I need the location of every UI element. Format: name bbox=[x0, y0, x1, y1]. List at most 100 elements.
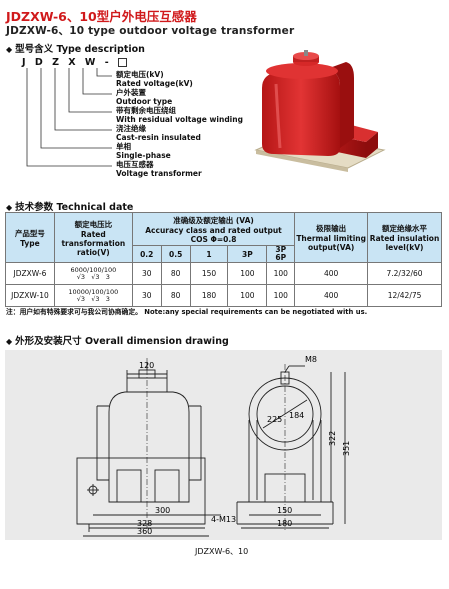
dim-m8: M8 bbox=[305, 355, 317, 364]
label-residual-cn: 带有剩余电压绕组 bbox=[116, 106, 176, 115]
technical-heading-text: 技术参数 Technical date bbox=[15, 202, 134, 213]
dim-184: 184 bbox=[289, 411, 304, 420]
th-class: 0.2 bbox=[131, 245, 162, 263]
dim-300: 300 bbox=[155, 506, 170, 515]
cell-value: 80 bbox=[160, 262, 191, 285]
cell-value: 30 bbox=[131, 284, 162, 307]
ratio-den: √3 bbox=[91, 272, 100, 281]
th-ratio-en-3: ratio(V) bbox=[76, 247, 110, 257]
th-insulation: 额定绝缘水平 Rated insulation level(kV) bbox=[367, 212, 442, 263]
cell-value: 30 bbox=[131, 262, 162, 285]
code-letter: Z bbox=[52, 57, 62, 68]
th-type-cn: 产品型号 bbox=[14, 228, 45, 238]
th-type: 产品型号 Type bbox=[5, 212, 55, 263]
cell-ratio: 10000/100/100 √3 √3 3 bbox=[53, 284, 133, 307]
label-outdoor-en: Outdoor type bbox=[116, 97, 173, 106]
technical-table: 产品型号 Type 额定电压比 Rated transformation rat… bbox=[5, 212, 442, 307]
product-photo bbox=[254, 50, 386, 172]
front-body bbox=[108, 391, 190, 503]
label-cast-resin-en: Cast-resin insulated bbox=[116, 133, 201, 142]
cell-value: 80 bbox=[160, 284, 191, 307]
label-cast-resin-cn: 浇注绝缘 bbox=[116, 124, 146, 133]
cell-type: JDZXW-6 bbox=[5, 262, 55, 285]
code-letter: J bbox=[22, 57, 29, 68]
th-type-en: Type bbox=[20, 238, 40, 248]
label-rated-voltage-cn: 额定电压(kV) bbox=[116, 70, 164, 79]
table-row: JDZXW-6 6000/100/100 √3 √3 3 30 80 150 1… bbox=[5, 262, 442, 285]
dim-322: 322 bbox=[328, 431, 337, 446]
ratio-den: 3 bbox=[105, 294, 110, 303]
code-letter: D bbox=[34, 57, 46, 68]
ratio-num: 10000 bbox=[68, 287, 90, 296]
th-insulation-cn: 额定绝缘水平 bbox=[382, 224, 428, 233]
dim-150: 150 bbox=[277, 506, 292, 515]
th-thermal: 极限输出 Thermal limiting output(VA) bbox=[294, 212, 369, 263]
dimension-drawing: 120 300 328 360 4-M13 M8 225 184 322 351… bbox=[5, 350, 442, 540]
th-accuracy: 准确级及额定输出 (VA) Accuracy class and rated o… bbox=[131, 212, 296, 246]
diamond-icon: ◆ bbox=[6, 45, 13, 54]
ratio-num: 100 bbox=[91, 287, 104, 296]
dim-180: 180 bbox=[277, 519, 292, 528]
cell-thermal: 400 bbox=[294, 262, 369, 285]
cell-value: 100 bbox=[266, 284, 296, 307]
cell-insulation: 7.2/32/60 bbox=[367, 262, 442, 285]
ratio-den: √3 bbox=[76, 294, 86, 303]
th-class: 3P 6P bbox=[266, 245, 296, 263]
th-insulation-en-2: level(kV) bbox=[385, 243, 424, 252]
dim-holes: 4-M13 bbox=[211, 515, 236, 524]
th-class: 3P bbox=[227, 245, 268, 263]
label-single-phase-cn: 单相 bbox=[116, 142, 131, 151]
diamond-icon: ◆ bbox=[6, 337, 13, 346]
th-thermal-en-1: Thermal limiting bbox=[296, 234, 367, 243]
dim-360: 360 bbox=[137, 527, 152, 536]
th-class: 1 bbox=[189, 245, 229, 263]
ratio-den: √3 bbox=[76, 272, 86, 281]
ratio-num: 6000 bbox=[70, 265, 87, 274]
drawing-caption: JDZXW-6、10 bbox=[195, 547, 249, 556]
dim-351: 351 bbox=[342, 441, 351, 456]
dim-328: 328 bbox=[137, 519, 152, 528]
table-row: JDZXW-10 10000/100/100 √3 √3 3 30 80 180… bbox=[5, 284, 442, 307]
label-single-phase-en: Single-phase bbox=[116, 151, 171, 160]
cell-value: 100 bbox=[227, 284, 268, 307]
th-thermal-cn: 极限输出 bbox=[316, 224, 347, 233]
cell-value: 100 bbox=[266, 262, 296, 285]
dim-225: 225 bbox=[267, 415, 282, 424]
type-description-heading: ◆型号含义 Type description bbox=[6, 41, 145, 55]
th-accuracy-en: Accuracy class and rated output bbox=[145, 225, 282, 235]
drawing-heading-text: 外形及安装尺寸 Overall dimension drawing bbox=[15, 336, 229, 347]
ratio-den: 3 bbox=[105, 272, 110, 281]
th-ratio-en-2: transformation bbox=[61, 238, 126, 248]
ratio-den: √3 bbox=[91, 294, 100, 303]
drawing-heading: ◆外形及安装尺寸 Overall dimension drawing bbox=[6, 333, 229, 347]
title-cn: JDZXW-6、10型户外电压互感器 bbox=[6, 9, 197, 24]
label-outdoor-cn: 户外装置 bbox=[116, 88, 146, 97]
ratio-num: 100 bbox=[105, 287, 119, 296]
code-letter: X bbox=[68, 57, 79, 68]
cell-value: 100 bbox=[227, 262, 268, 285]
diamond-icon: ◆ bbox=[6, 203, 13, 212]
th-ratio: 额定电压比 Rated transformation ratio(V) bbox=[53, 212, 133, 263]
ratio-num: 100 bbox=[89, 265, 102, 274]
cell-ratio: 6000/100/100 √3 √3 3 bbox=[53, 262, 133, 285]
code-placeholder-box bbox=[117, 58, 127, 67]
technical-heading: ◆技术参数 Technical date bbox=[6, 199, 133, 213]
note-text: 注：用户如有特殊要求可与我公司协商确定。 Note:any special re… bbox=[6, 308, 368, 316]
code-letter: - bbox=[104, 57, 112, 68]
label-rated-voltage-en: Rated voltage(kV) bbox=[116, 79, 193, 88]
dim-120: 120 bbox=[139, 361, 154, 370]
title-en: JDZXW-6、10 type outdoor voltage transfor… bbox=[6, 25, 295, 37]
cell-value: 180 bbox=[189, 284, 229, 307]
th-class: 0.5 bbox=[160, 245, 191, 263]
ratio-num: 100 bbox=[103, 265, 117, 274]
th-ratio-en-1: Rated bbox=[80, 229, 106, 239]
type-description-heading-text: 型号含义 Type description bbox=[15, 44, 145, 55]
label-vt-en: Voltage transformer bbox=[116, 169, 202, 178]
label-residual-en: With residual voltage winding bbox=[116, 115, 243, 124]
type-code: J D Z X W - bbox=[22, 57, 127, 68]
cell-insulation: 12/42/75 bbox=[367, 284, 442, 307]
type-code-leaders bbox=[26, 68, 112, 167]
th-insulation-en-1: Rated insulation bbox=[369, 234, 440, 243]
cell-value: 150 bbox=[189, 262, 229, 285]
th-accuracy-cos: COS Φ=0.8 bbox=[190, 234, 237, 244]
